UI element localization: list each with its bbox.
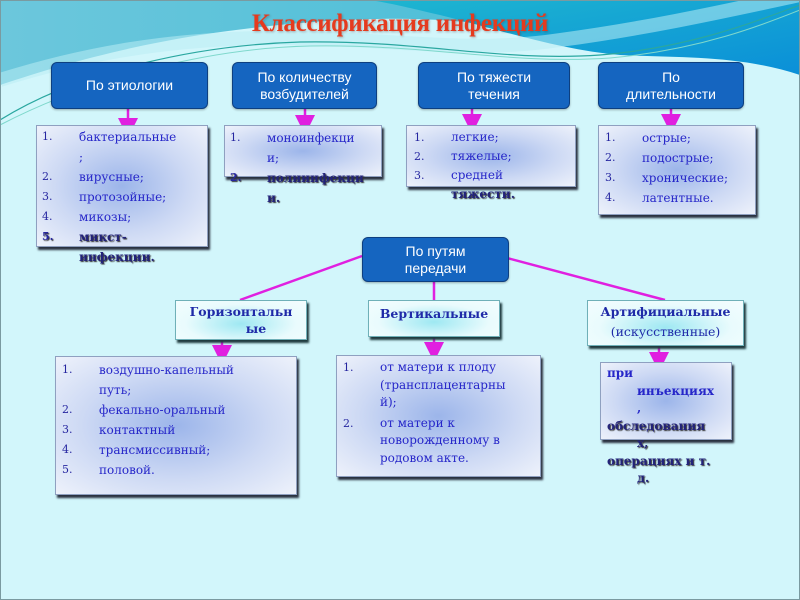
list-item: 5.половой. (62, 463, 155, 477)
category-label-line: По количеству (257, 68, 352, 85)
list-item: 2.подострые; (605, 151, 714, 165)
list-box-horizontal (55, 356, 297, 495)
category-label-line: течения (468, 85, 520, 102)
page-title: Классификация инфекций (251, 10, 549, 37)
list-box-vertical (336, 355, 541, 477)
list-item: 3.контактный (62, 423, 176, 437)
list-item: 4.микозы; (42, 210, 132, 224)
list-item: 3.протозойные; (42, 190, 167, 204)
text-artificial: при инъекциях , обследования х, операция… (607, 365, 737, 488)
list-box-artificial (600, 362, 732, 440)
list-item: 1.легкие; (414, 130, 499, 144)
list-item: 2.фекально-оральный (62, 403, 226, 417)
list-item: 1.острые; (605, 131, 691, 145)
list-box-severity (406, 125, 576, 187)
text-line: д. (637, 471, 650, 485)
category-transmission: По путям передачи (362, 237, 509, 282)
list-item: 3.хронические; (605, 171, 729, 185)
list-item: 2.вирусные; (42, 170, 144, 184)
list-item: 4.латентные. (605, 191, 714, 205)
branch-artificial: Артифициальные (искусственные) (587, 300, 744, 346)
list-etiology: 1.бактериальные; 2.вирусные; 3.протозойн… (42, 127, 212, 267)
category-label-line: По тяжести (456, 68, 532, 85)
branch-label-line: Артифициальные (600, 304, 731, 319)
list-item: 5.микст-инфекции. (42, 230, 155, 264)
category-severity: По тяжести течения (418, 62, 570, 109)
list-item: 4.трансмиссивный; (62, 443, 211, 457)
text-line: обследования (607, 418, 706, 433)
branch-label-line: Вертикальные (379, 306, 489, 321)
list-duration: 1.острые; 2.подострые; 3.хронические; 4.… (605, 128, 760, 208)
category-label-line: По (662, 68, 680, 85)
text-line: инъекциях (637, 383, 714, 398)
category-label-line: возбудителей (260, 85, 349, 102)
text-line: х, (637, 436, 649, 450)
branch-horizontal: Горизонтальн ые (175, 300, 307, 340)
category-label-line: длительности (626, 85, 716, 102)
branch-label-line: ые (245, 321, 267, 336)
list-item: 2.тяжелые; (414, 149, 512, 163)
text-line: операциях и т. (607, 453, 711, 468)
category-label-line: По путям (405, 242, 466, 259)
category-pathogen-count: По количеству возбудителей (232, 62, 377, 109)
text-line: , (637, 401, 642, 415)
list-box-pathogen-count (224, 125, 382, 177)
list-box-etiology (36, 125, 208, 247)
branch-label-line: Горизонтальн (189, 304, 293, 319)
list-item: 1.бактериальные; (42, 130, 177, 164)
text-line: при (607, 366, 634, 380)
branch-label-line: (искусственные) (610, 324, 721, 339)
branch-vertical: Вертикальные (368, 300, 500, 337)
list-box-duration (598, 125, 756, 215)
category-label-line: передачи (404, 259, 467, 276)
category-duration: По длительности (598, 62, 744, 109)
category-etiology: По этиологии (51, 62, 208, 109)
category-label: По этиологии (85, 77, 174, 93)
